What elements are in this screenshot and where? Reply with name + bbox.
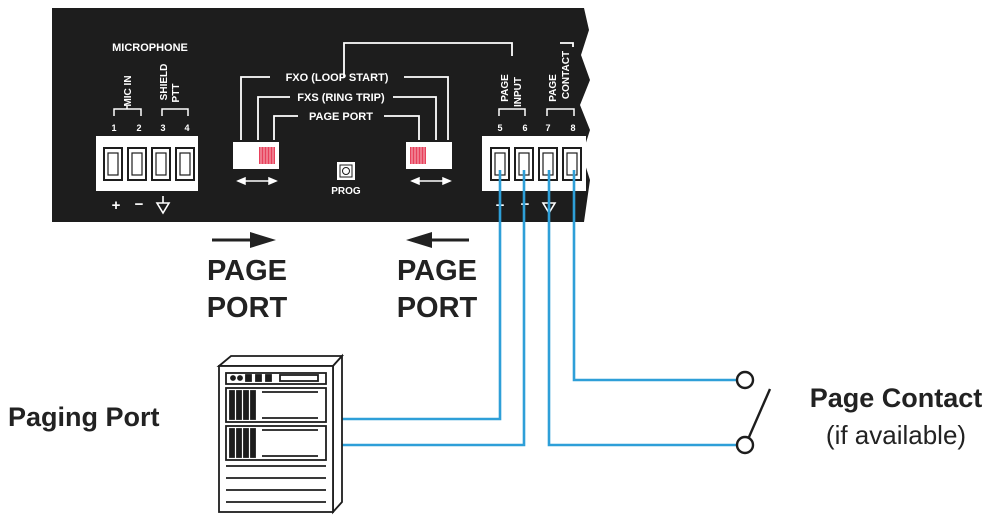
ptt-label: PTT <box>171 84 182 103</box>
left-switch-double-arrow-icon <box>236 176 278 186</box>
left-page-port-label-line1: PAGE <box>207 255 287 287</box>
paging-port-label: Paging Port <box>8 402 160 432</box>
signal-wires <box>340 170 737 447</box>
page-contact-sublabel: (if available) <box>826 420 966 450</box>
page-input-terminal-bracket <box>498 108 526 116</box>
terminal-number-6: 6 <box>522 123 527 133</box>
microphone-label: MICROPHONE <box>112 42 188 54</box>
terminal-number-3: 3 <box>160 123 165 133</box>
mic-in-label: MIC IN <box>123 75 134 106</box>
terminal-number-4: 4 <box>184 123 189 133</box>
terminal-number-8: 8 <box>570 123 575 133</box>
mic-in-bracket <box>113 106 142 116</box>
fxs-label: FXS (RING TRIP) <box>297 92 385 104</box>
page-contact-label: Page Contact <box>810 383 983 413</box>
page-terminal-block <box>482 136 586 191</box>
microphone-terminal-block <box>96 136 198 191</box>
page-contact-switch-icon <box>735 370 772 455</box>
ground-icon <box>155 196 171 215</box>
terminal-number-5: 5 <box>497 123 502 133</box>
wire-page-input-minus <box>340 170 526 447</box>
terminal-screw-1 <box>103 147 123 181</box>
terminal-screw-2 <box>127 147 147 181</box>
page-contact-top-line <box>560 42 574 47</box>
prog-button[interactable] <box>337 162 355 180</box>
right-mode-switch[interactable] <box>406 142 452 169</box>
page-input-label-line2: INPUT <box>513 77 524 107</box>
terminal-number-7: 7 <box>545 123 550 133</box>
terminal-screw-3 <box>151 147 171 181</box>
right-switch-double-arrow-icon <box>410 176 452 186</box>
terminal-screw-8 <box>562 147 582 181</box>
page-contact-label-line1: PAGE <box>548 74 559 102</box>
page-contact-terminal-bracket <box>546 108 575 116</box>
page-input-label-line1: PAGE <box>500 74 511 102</box>
shield-label: SHIELD <box>159 64 170 101</box>
left-arrow-icon <box>406 232 469 248</box>
wire-page-contact-7 <box>547 170 737 447</box>
right-page-port-label-line1: PAGE <box>397 255 477 287</box>
fxo-label: FXO (LOOP START) <box>286 72 389 84</box>
wire-page-input-plus <box>340 170 502 421</box>
page-input-bracket <box>343 42 513 77</box>
switch-label-lines <box>240 76 449 140</box>
ptt-bracket <box>161 108 189 116</box>
mic-plus-symbol: + <box>112 197 121 214</box>
terminal-number-1: 1 <box>111 123 116 133</box>
prog-label: PROG <box>331 186 361 197</box>
wire-page-contact-8 <box>572 170 737 382</box>
left-mode-switch[interactable] <box>233 142 279 169</box>
page-port-panel-label: PAGE PORT <box>309 111 373 123</box>
mic-minus-symbol: − <box>135 196 144 213</box>
terminal-number-2: 2 <box>136 123 141 133</box>
equipment-rack-icon <box>216 353 345 515</box>
right-arrow-icon <box>212 232 276 248</box>
left-page-port-label-line2: PORT <box>207 292 288 324</box>
right-page-port-label-line2: PORT <box>397 292 478 324</box>
page-contact-label-line2: CONTACT <box>561 51 572 99</box>
terminal-screw-4 <box>175 147 195 181</box>
